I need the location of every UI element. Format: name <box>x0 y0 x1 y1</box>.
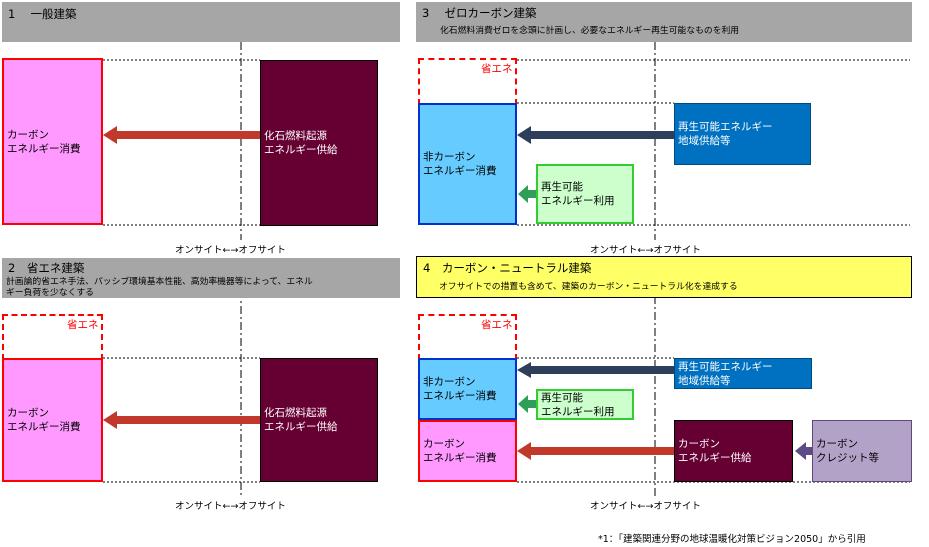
renewable-offsite-arrows <box>517 126 674 378</box>
panel4-header: 4 カーボン・ニュートラル建築 オフサイトでの措置も含めて、建築のカーボン・ニュ… <box>416 256 912 298</box>
panel2-carbon-consumption-box: カーボン エネルギー消費 <box>2 358 103 482</box>
panel1-title: 1 一般建築 <box>8 7 77 21</box>
carbon-supply-arrows <box>103 126 674 460</box>
panel3-title: 3 ゼロカーボン建築 <box>422 6 537 20</box>
panel3-renewable-offsite-box: 再生可能エネルギー 地域供給等 <box>674 103 811 165</box>
panel1-fossil-supply-box: 化石燃料起源 エネルギー供給 <box>260 60 378 226</box>
renewable-onsite-arrows <box>518 185 536 413</box>
panel4-shoene-label: 省エネ <box>481 319 513 331</box>
dotted-guides <box>103 59 910 483</box>
arrow-left-panel4-offsite <box>517 362 674 378</box>
panel4-noncarbon-consumption-box: 非カーボン エネルギー消費 <box>418 358 517 420</box>
panel2-fossil-supply-box: 化石燃料起源 エネルギー供給 <box>260 358 378 482</box>
panel2-shoene-box: 省エネ <box>2 314 103 360</box>
footnote: *1：「建築関連分野の地球温暖化対策ビジョン2050」から引用 <box>598 534 866 545</box>
panel4-renewable-onsite-box: 再生可能 エネルギー利用 <box>536 389 634 420</box>
panel3-noncarbon-consumption-box: 非カーボン エネルギー消費 <box>418 103 517 225</box>
panel4-subtitle: オフサイトでの措置も含めて、建築のカーボン・ニュートラル化を達成する <box>439 282 738 292</box>
panel2-shoene-label: 省エネ <box>67 319 99 331</box>
panel2-header: 2 省エネ建築 計画論的省エネ手法、パッシブ環境基本性能、高効率機器等によって、… <box>2 258 400 298</box>
panel4-carbon-credit-box: カーボン クレジット等 <box>812 420 912 482</box>
panel3-subtitle: 化石燃料消費ゼロを念頭に計画し、必要なエネルギー再生可能なものを利用 <box>440 26 740 36</box>
arrow-left-panel4-onsite <box>518 395 536 413</box>
panel2-title: 2 省エネ建築 <box>8 261 85 275</box>
panel4-title: 4 カーボン・ニュートラル建築 <box>423 261 592 275</box>
panel4-carbon-consumption-box: カーボン エネルギー消費 <box>418 420 517 482</box>
arrow-left-panel3-onsite <box>518 185 536 203</box>
arrow-left-credit <box>795 442 812 460</box>
panel1-header: 1 一般建築 <box>2 2 400 42</box>
panel4-carbon-supply-box: カーボン エネルギー供給 <box>674 420 793 482</box>
panel3-shoene-box: 省エネ <box>418 58 517 105</box>
panel3-header: 3 ゼロカーボン建築 化石燃料消費ゼロを念頭に計画し、必要なエネルギー再生可能な… <box>416 2 912 42</box>
panel3-site-label: オンサイト←→オフサイト <box>590 245 701 256</box>
panel3-shoene-label: 省エネ <box>481 63 513 75</box>
panel2-subtitle-line2: ギー負荷を少なくする <box>6 288 94 298</box>
panel1-site-label: オンサイト←→オフサイト <box>175 245 286 256</box>
panel4-renewable-offsite-box: 再生可能エネルギー 地域供給等 <box>674 358 812 389</box>
panel2-subtitle-line1: 計画論的省エネ手法、パッシブ環境基本性能、高効率機器等によって、エネル <box>6 277 313 287</box>
panel3-renewable-onsite-box: 再生可能 エネルギー利用 <box>536 164 634 224</box>
arrow-left-panel4 <box>517 442 674 460</box>
panel4-site-label: オンサイト←→オフサイト <box>590 501 701 512</box>
arrow-left-panel1 <box>103 126 260 144</box>
panel1-carbon-consumption-box: カーボン エネルギー消費 <box>2 58 103 225</box>
arrow-left-panel2 <box>103 411 260 429</box>
panel4-shoene-box: 省エネ <box>418 314 517 360</box>
site-boundary-lines <box>240 42 656 497</box>
arrow-left-panel3-offsite <box>517 126 674 144</box>
panel2-site-label: オンサイト←→オフサイト <box>175 501 286 512</box>
